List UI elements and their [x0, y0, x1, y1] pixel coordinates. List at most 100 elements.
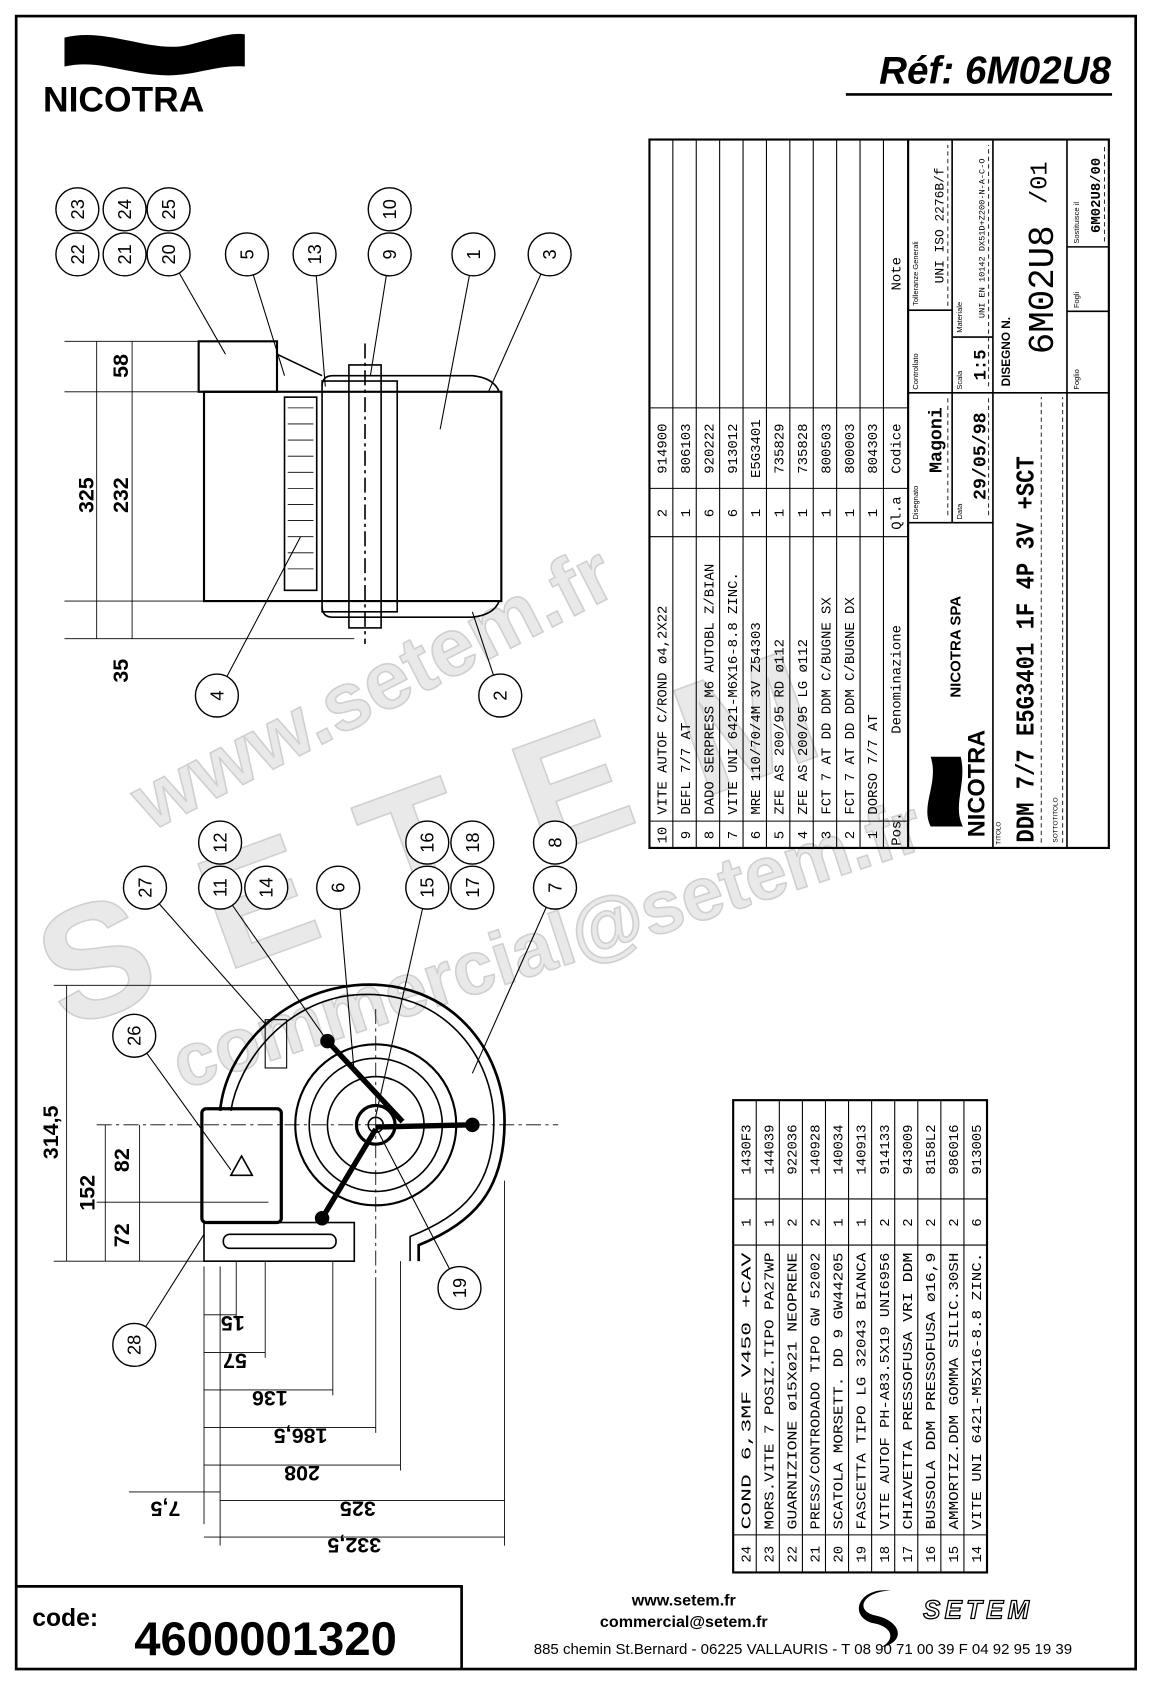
- row-qty: 1: [855, 1218, 871, 1226]
- front-view-dimensions: 314,5 152 82 72 15 57 136 186,5 208 325 …: [39, 1105, 381, 1557]
- row-qty: 1: [749, 509, 765, 517]
- balloon-label: 14: [256, 878, 277, 898]
- row-code: E5G3401: [749, 419, 765, 478]
- balloon-circle: [102, 232, 147, 277]
- top-view-drawing: [64, 340, 503, 645]
- row-qty: 6: [726, 509, 742, 517]
- balloon-circle: [112, 1013, 157, 1058]
- row-pos: 17: [901, 1546, 917, 1563]
- dim-314-5: 314,5: [39, 1105, 63, 1159]
- balloon-front-26: 26: [112, 1013, 232, 1171]
- row-name: FCT 7 AT DD DDM C/BUGNE SX: [819, 597, 835, 815]
- balloon-label: 23: [67, 199, 88, 219]
- row-qty: 2: [785, 1218, 801, 1226]
- balloon-leader: [158, 903, 267, 1026]
- reference-title: Réf: 6M02U8: [879, 50, 1111, 93]
- footer-website[interactable]: www.setem.fr: [631, 1592, 737, 1610]
- balloon-circle: [527, 232, 572, 277]
- code-value: 4600001320: [134, 1613, 397, 1666]
- row-pos: 16: [924, 1546, 940, 1563]
- balloon-label: 7: [544, 883, 565, 893]
- balloon-label: 9: [379, 249, 400, 259]
- balloon-label: 16: [417, 832, 438, 852]
- balloon-label: 25: [158, 199, 179, 219]
- balloon-front-28: 28: [112, 1234, 205, 1368]
- row-name: FASCETTA TIPO LG 32043 BIANCA: [855, 1252, 871, 1530]
- balloon-top-10: 10: [367, 187, 412, 232]
- balloon-top-22: 22: [55, 232, 100, 277]
- balloon-label: 13: [304, 244, 325, 264]
- subtitle-label: SOTTOTITOLO: [1052, 797, 1059, 842]
- balloon-top-23: 23: [55, 187, 100, 232]
- balloon-label: 6: [328, 883, 349, 893]
- balloon-label: 26: [124, 1026, 145, 1046]
- balloon-circle: [367, 232, 412, 277]
- balloon-circle: [478, 673, 523, 718]
- date-value: 29/05/98: [971, 412, 991, 500]
- table-frame: [732, 1099, 989, 1574]
- balloon-leader: [471, 611, 494, 676]
- row-code: 1430F3: [739, 1124, 755, 1174]
- balloon-circle: [316, 865, 361, 910]
- row-pos: 14: [970, 1546, 986, 1563]
- dim-332-5: 332,5: [327, 1533, 381, 1557]
- row-name: DORSO 7/7 AT: [866, 714, 882, 814]
- balloon-circle: [532, 865, 578, 910]
- row-pos: 6: [749, 831, 765, 839]
- balloon-top-20: 20: [146, 232, 226, 355]
- balloon-top-4: 4: [194, 536, 302, 718]
- row-pos: 8: [702, 831, 718, 839]
- balloon-leader: [178, 272, 226, 355]
- row-qty: 1: [819, 509, 835, 517]
- row-code: 943009: [901, 1124, 917, 1174]
- row-pos: 5: [773, 831, 789, 839]
- balloon-circle: [122, 865, 168, 910]
- row-code: 800003: [843, 424, 859, 474]
- balloon-leader: [339, 908, 355, 1074]
- balloon-circle: [450, 865, 495, 910]
- balloon-top-13: 13: [292, 232, 337, 387]
- row-code: 806103: [679, 424, 695, 474]
- row-qty: 6: [970, 1218, 986, 1226]
- balloon-circle: [224, 232, 270, 277]
- row-name: DADO SERPRESS M6 AUTOBL Z/BIAN: [702, 564, 718, 815]
- dim-208: 208: [284, 1461, 320, 1485]
- row-code: 804303: [866, 424, 882, 474]
- drawing-number-label: DISEGNO N.: [999, 317, 1013, 386]
- title-block-logo: NICOTRA: [927, 730, 990, 837]
- balloon-leader: [226, 536, 302, 677]
- balloon-circle: [450, 820, 495, 865]
- row-qty: 1: [679, 509, 695, 517]
- row-name: MORS.VITE 7 POSIZ.TIPO PA27WP: [762, 1253, 778, 1530]
- balloon-top-9: 9: [367, 232, 412, 376]
- row-name: PRESS/CONTRODADO TIPO GW 52002: [809, 1253, 825, 1530]
- balloon-circle: [405, 820, 450, 865]
- balloon-label: 19: [449, 1278, 470, 1298]
- dim-35: 35: [109, 659, 133, 683]
- balloon-circle: [112, 1322, 157, 1368]
- sheet-label: Foglio: [1072, 369, 1081, 389]
- balloon-leader: [145, 1234, 205, 1328]
- sheets-label: Fogli: [1072, 291, 1081, 308]
- row-name: COND 6,3MF V450 +CAV: [739, 1252, 755, 1530]
- balloon-circle: [197, 820, 243, 865]
- balloon-label: 5: [236, 249, 257, 259]
- row-name: ZFE AS 200/95 RD ø112: [773, 639, 789, 815]
- balloon-leader: [487, 273, 542, 392]
- setem-logo-swirl-icon: [858, 1590, 898, 1648]
- row-qty: 1: [773, 509, 789, 517]
- code-label: code:: [32, 1605, 98, 1632]
- nicotra-logo: NICOTRA: [43, 33, 245, 120]
- front-view-drawing: [53, 983, 559, 1546]
- footer-email[interactable]: commercial@setem.fr: [600, 1613, 769, 1631]
- row-pos: 10: [656, 827, 672, 844]
- balloon-label: 15: [417, 878, 438, 898]
- balloon-label: 24: [114, 199, 135, 219]
- row-code: 920222: [702, 424, 718, 474]
- row-code: 735829: [773, 424, 789, 474]
